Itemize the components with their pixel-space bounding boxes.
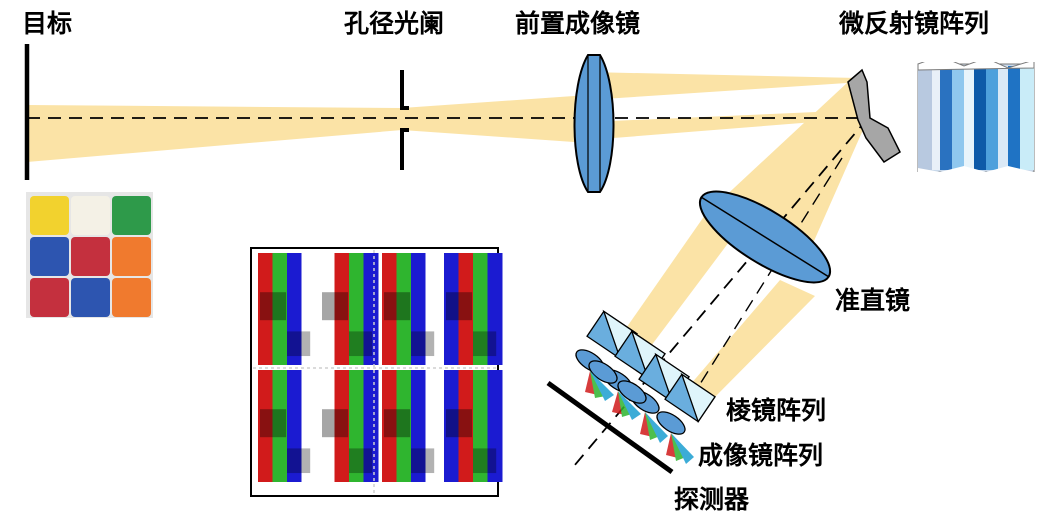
dmd-label: 微反射镜阵列 bbox=[839, 9, 990, 38]
aperture-stop bbox=[400, 70, 409, 170]
spectral-shadow bbox=[322, 292, 349, 321]
cube-tile bbox=[30, 237, 69, 276]
front-imaging-lens bbox=[573, 54, 615, 193]
spectral-stripe bbox=[320, 253, 335, 365]
spectral-shadow bbox=[446, 409, 473, 438]
cube-tile bbox=[112, 278, 151, 317]
cube-tile bbox=[71, 237, 110, 276]
spectral-stripe bbox=[487, 370, 503, 482]
beam-collimator-to-prisms-right bbox=[690, 280, 815, 400]
cube-tile bbox=[71, 278, 110, 317]
spectral-stripe bbox=[334, 253, 350, 365]
spectral-stripe bbox=[349, 370, 364, 482]
spectral-stripe bbox=[487, 253, 503, 365]
spectral-stripe bbox=[425, 253, 441, 365]
beam-collimator-to-prisms-left bbox=[622, 215, 738, 350]
spectral-stripe bbox=[425, 370, 441, 482]
beam-aperture-to-lens bbox=[402, 95, 588, 143]
cube-tile bbox=[112, 237, 151, 276]
spectral-shadow bbox=[349, 448, 373, 474]
spectral-shadow bbox=[411, 331, 435, 357]
spectral-shadow bbox=[384, 292, 411, 321]
spectral-shadow bbox=[411, 448, 435, 474]
spectral-fans bbox=[585, 371, 694, 464]
spectral-stripe bbox=[301, 253, 317, 365]
cube-tile bbox=[30, 278, 69, 317]
prism-array bbox=[586, 309, 716, 424]
spectral-stripe bbox=[382, 370, 397, 482]
imaging-lens-array bbox=[575, 349, 686, 435]
spectral-stripe bbox=[444, 370, 459, 482]
spectral-stripe bbox=[334, 370, 350, 482]
spectral-stripe bbox=[396, 253, 412, 365]
spectral-stripe bbox=[473, 370, 488, 482]
spectral-shadow bbox=[446, 292, 473, 321]
spectral-image-inset bbox=[250, 247, 503, 497]
imaging-lens-4 bbox=[656, 411, 686, 435]
cube-tile bbox=[30, 196, 69, 235]
spectral-stripe bbox=[458, 370, 474, 482]
spectral-shadow bbox=[384, 409, 411, 438]
spectral-shadow bbox=[473, 331, 497, 357]
front-lens-label: 前置成像镜 bbox=[515, 9, 641, 38]
spectral-stripe bbox=[382, 253, 397, 365]
beam-lens-to-dmd-upper bbox=[588, 72, 862, 100]
spectral-stripe bbox=[411, 370, 426, 482]
collimator-label: 准直镜 bbox=[835, 286, 911, 315]
dmd-column-illustration bbox=[917, 62, 1035, 172]
beam-target-to-aperture bbox=[27, 105, 402, 162]
spectral-stripe bbox=[258, 370, 273, 482]
spectral-stripe bbox=[444, 253, 459, 365]
spectral-stripe bbox=[258, 253, 273, 365]
spectral-shadow bbox=[287, 448, 311, 474]
target-cube-image bbox=[26, 192, 153, 318]
spectral-stripe bbox=[287, 253, 302, 365]
spectral-stripe bbox=[349, 253, 364, 365]
spectral-stripe bbox=[473, 253, 488, 365]
cube-tile bbox=[71, 196, 110, 235]
spectral-stripe bbox=[320, 370, 335, 482]
target-label: 目标 bbox=[22, 9, 73, 38]
prism-array-label: 棱镜阵列 bbox=[726, 396, 827, 425]
aperture-label: 孔径光阑 bbox=[344, 9, 445, 38]
spectral-shadow bbox=[349, 331, 373, 357]
detector-plane bbox=[546, 380, 674, 475]
imaging-lens-6 bbox=[617, 380, 647, 404]
spectral-stripe bbox=[458, 253, 474, 365]
spectral-stripe bbox=[272, 370, 288, 482]
spectral-shadow bbox=[260, 409, 287, 438]
collimator-lens bbox=[698, 190, 832, 284]
spectral-shadow bbox=[473, 448, 497, 474]
spectral-shadow bbox=[287, 331, 311, 357]
spectral-stripe bbox=[272, 253, 288, 365]
detector-label: 探测器 bbox=[674, 485, 750, 514]
spectral-stripe bbox=[301, 370, 317, 482]
spectral-stripe bbox=[396, 370, 412, 482]
spectral-stripe bbox=[287, 370, 302, 482]
spectral-shadow bbox=[260, 292, 287, 321]
reflected-ray-line bbox=[689, 157, 843, 401]
imaging-array-label: 成像镜阵列 bbox=[698, 441, 824, 470]
cube-tile bbox=[112, 196, 151, 235]
spectral-shadow bbox=[322, 409, 349, 438]
spectral-stripe bbox=[411, 253, 426, 365]
imaging-lens-5 bbox=[588, 360, 618, 384]
micro-mirror-array bbox=[847, 68, 901, 164]
prism-4 bbox=[664, 372, 716, 424]
